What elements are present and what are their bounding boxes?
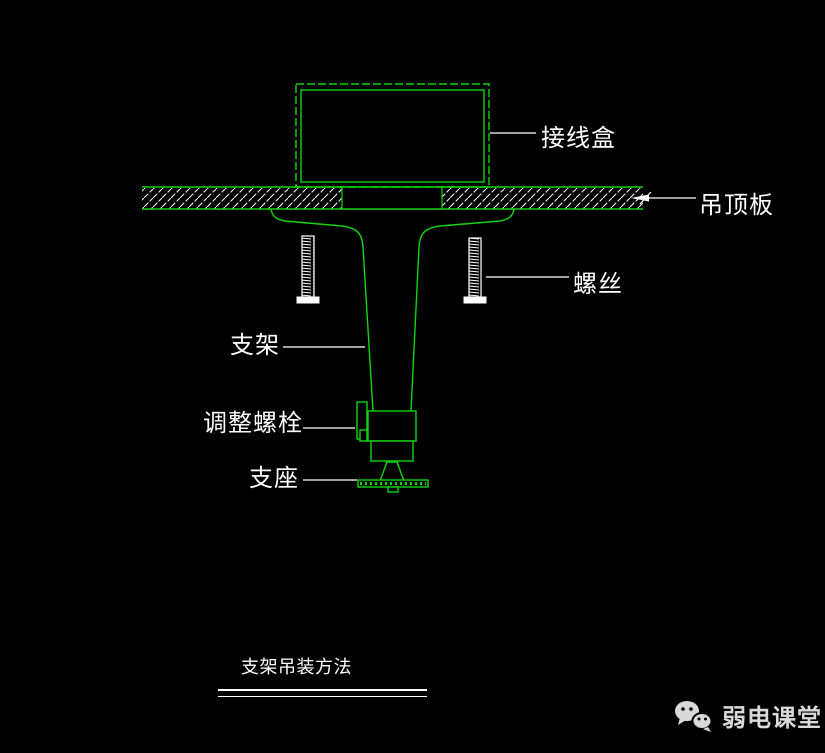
ceiling-hatch-left [142,188,342,209]
bracket-outline [270,208,515,412]
bracket-head-block [367,410,417,442]
watermark: 弱电课堂 [674,698,822,733]
drawing-title: 支架吊装方法 [241,657,352,677]
bracket-label: 支架 [230,332,280,359]
screw-right [463,237,487,304]
title-underline-thick [218,689,427,691]
bracket-lower-block [370,440,414,462]
arrowhead-ceiling-panel [631,194,649,202]
support-base-notch [387,486,399,493]
junction-box-label: 接线盒 [541,125,616,152]
wechat-icon [675,700,713,732]
support-cone [378,461,406,482]
adjusting-bolt-label: 调整螺栓 [203,410,303,437]
ceiling-panel-hatched-band [142,186,643,210]
support-base-plate [357,479,429,488]
watermark-text: 弱电课堂 [722,705,822,732]
leader-lines [283,132,696,481]
adjusting-bolt-assembly [356,401,429,493]
screw-left [296,235,320,304]
support-base-label: 支座 [249,465,299,492]
title-underline-thin [218,696,427,697]
screw-label: 螺丝 [573,271,623,298]
junction-box-outline [295,83,490,188]
ceiling-hatch-right [442,188,643,209]
ceiling-panel-label: 吊顶板 [699,192,774,219]
adjusting-bolt-step [359,429,368,442]
